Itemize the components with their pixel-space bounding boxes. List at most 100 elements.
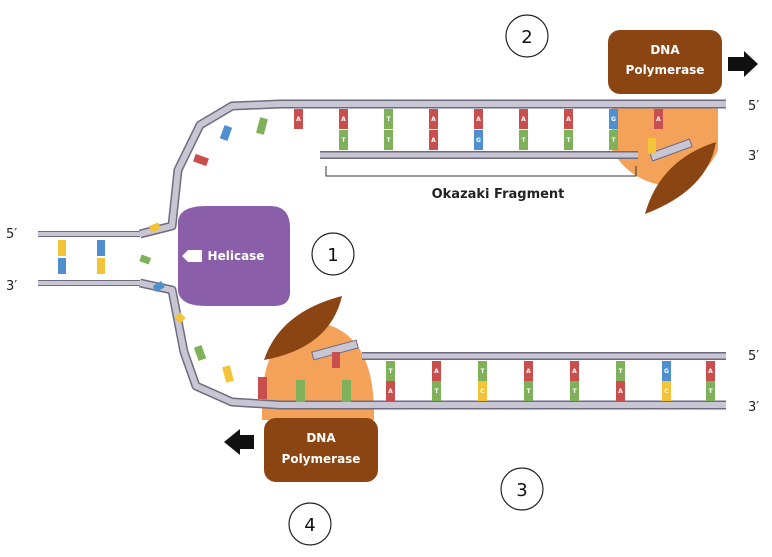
upper-new-base-letter: T (386, 137, 391, 144)
lower-new-base (616, 381, 625, 401)
loose-bases (139, 117, 268, 399)
upper-template-base-letter: A (296, 116, 301, 123)
upper-template-base-letter: A (341, 116, 346, 123)
marker-3-label: 3 (516, 480, 527, 501)
lower-base (342, 380, 351, 402)
upper-template-base (339, 109, 348, 129)
upper-incoming-base (648, 138, 656, 154)
lower-new-base (386, 381, 395, 401)
lower-base (296, 380, 305, 402)
upper-template-base-letter: T (386, 116, 391, 123)
helicase-arrow-tip-icon (182, 250, 188, 262)
upper-incoming-nucleotide (649, 138, 693, 162)
upper-template-base-letter: A (521, 116, 526, 123)
upper-new-base (429, 130, 438, 150)
left-5prime-label: 5′ (6, 227, 17, 242)
lower-template-base-letter: A (572, 368, 577, 375)
lower-new-base-letter: A (388, 388, 393, 395)
lower-new-base-letter: C (664, 388, 669, 395)
lower-template-base-letter: A (708, 368, 713, 375)
marker-4-label: 4 (304, 515, 315, 536)
lower-fork-backbone (139, 278, 726, 410)
helicase-label: Helicase (208, 249, 265, 263)
lower-template-base (478, 361, 487, 381)
upper-new-base-letter: T (611, 137, 616, 144)
upper-template-base (564, 109, 573, 129)
helicase-arrow-icon (188, 250, 202, 262)
lower-polymerase-clamp (264, 296, 342, 360)
lower-new-base (524, 381, 533, 401)
lower-new-base (432, 381, 441, 401)
upper-template-base (519, 109, 528, 129)
marker-2 (505, 14, 549, 58)
right-arrow-icon (728, 51, 758, 77)
lower-new-base (706, 381, 715, 401)
left-arrow-icon (224, 429, 254, 455)
parental-base (58, 258, 66, 274)
upper-new-base (339, 130, 348, 150)
upper-template-base (474, 109, 483, 129)
upper-new-base-letter: T (566, 137, 571, 144)
parental-base (58, 240, 66, 256)
upper-right-5prime-label: 5′ (748, 99, 759, 114)
polymerase-top-box (608, 30, 722, 94)
polymerase-top-line2: Polymerase (626, 63, 705, 77)
upper-template-base (294, 109, 303, 129)
lower-new-base-letter: T (526, 388, 531, 395)
upper-new-base-letter: A (431, 137, 436, 144)
lower-new-base (478, 381, 487, 401)
lower-right-3prime-label: 3′ (748, 400, 759, 415)
parental-dna (38, 231, 140, 286)
upper-template-base-letter: A (566, 116, 571, 123)
lower-template-base-letter: G (664, 368, 669, 375)
parental-base (97, 258, 105, 274)
upper-new-base-letter: T (341, 137, 346, 144)
lower-template-base (662, 361, 671, 381)
lower-template-base-letter: T (388, 368, 393, 375)
upper-new-base (474, 130, 483, 150)
upper-template-base-letter: A (431, 116, 436, 123)
lower-new-base (570, 381, 579, 401)
lower-template-base-letter: A (526, 368, 531, 375)
upper-template-base-letter: G (611, 116, 616, 123)
upper-new-base (564, 130, 573, 150)
lower-template-base (524, 361, 533, 381)
lower-template-base-letter: T (480, 368, 485, 375)
upper-template-base-letter: A (656, 116, 661, 123)
lower-new-base-letter: C (480, 388, 485, 395)
lower-template-base (386, 361, 395, 381)
lower-new-base-letter: T (572, 388, 577, 395)
lower-template-base (570, 361, 579, 381)
upper-template-base (429, 109, 438, 129)
polymerase-bottom-box (264, 418, 378, 482)
lower-template-base-letter: T (618, 368, 623, 375)
parental-base (97, 240, 105, 256)
upper-template-base (654, 109, 663, 129)
marker-1-label: 1 (327, 245, 338, 266)
lower-new-base (662, 381, 671, 401)
upper-template-base (609, 109, 618, 129)
marker-3 (500, 467, 544, 511)
lower-right-5prime-label: 5′ (748, 349, 759, 364)
okazaki-bracket (325, 166, 637, 177)
lower-incoming-base (332, 352, 340, 368)
polymerase-bottom-line2: Polymerase (282, 452, 361, 466)
polymerase-bottom-line1: DNA (306, 431, 336, 445)
lower-template-base (616, 361, 625, 381)
upper-new-base (519, 130, 528, 150)
upper-polymerase-clamp (645, 142, 716, 214)
left-3prime-label: 3′ (6, 279, 17, 294)
lower-new-base-letter: A (618, 388, 623, 395)
polymerase-top-line1: DNA (650, 43, 680, 57)
upper-right-3prime-label: 3′ (748, 149, 759, 164)
marker-4 (288, 502, 332, 546)
okazaki-label: Okazaki Fragment (432, 187, 565, 202)
upper-template-base (384, 109, 393, 129)
lower-template-base (706, 361, 715, 381)
upper-new-base-letter: G (476, 137, 481, 144)
